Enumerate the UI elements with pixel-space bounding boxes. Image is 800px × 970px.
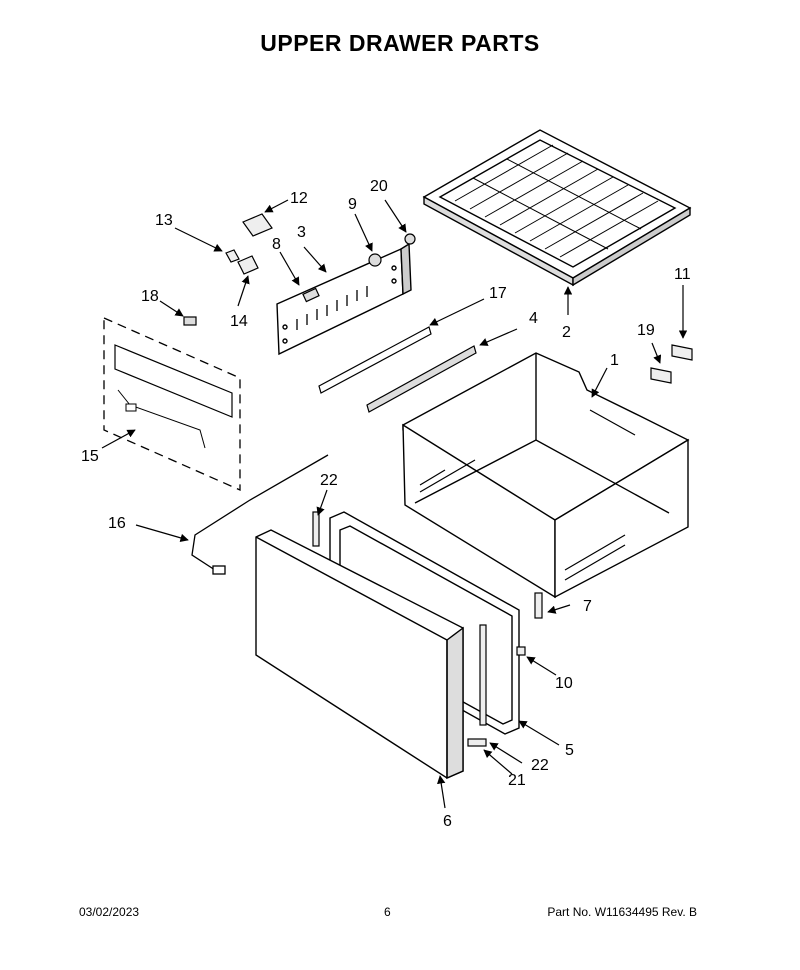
callout-16: 16: [108, 515, 126, 532]
callout-21: 21: [508, 772, 526, 789]
footer-page-number: 6: [384, 905, 391, 919]
control-module-part: [103, 317, 241, 491]
wire-harness-part: [191, 454, 329, 575]
strip-parts: [318, 326, 477, 413]
footer-date: 03/02/2023: [79, 905, 140, 919]
callout-10: 10: [555, 675, 573, 692]
bracket-panel-part: [276, 242, 412, 356]
callout-20: 20: [370, 178, 388, 195]
callout-4: 4: [529, 310, 538, 327]
door-panel-part: [255, 529, 464, 780]
clip-parts: [225, 213, 273, 275]
callout-9: 9: [348, 196, 357, 213]
callout-1: 1: [610, 352, 619, 369]
callout-18: 18: [141, 288, 159, 305]
screw-parts: [183, 233, 416, 326]
callout-12: 12: [290, 190, 308, 207]
callout-6: 6: [443, 813, 452, 830]
callout-2: 2: [562, 324, 571, 341]
callout-22-bottom: 22: [531, 757, 549, 774]
callout-labels: 1 2 3 4 5 6 7 8 9 10 11 12 13 14 15 16 1…: [81, 178, 691, 830]
wire-shelf-part: [422, 129, 692, 287]
footer-part-number: Part No. W11634495 Rev. B: [547, 905, 697, 919]
callout-3: 3: [297, 224, 306, 241]
callout-22-top: 22: [320, 472, 338, 489]
callout-8: 8: [272, 236, 281, 253]
callout-11: 11: [674, 266, 691, 283]
callout-17: 17: [489, 285, 507, 302]
callout-7: 7: [583, 598, 592, 615]
callout-19: 19: [637, 322, 655, 339]
callout-15: 15: [81, 448, 99, 465]
leader-lines: [101, 199, 688, 809]
callout-13: 13: [155, 212, 173, 229]
callout-14: 14: [230, 313, 248, 330]
small-parts: [312, 344, 693, 747]
drawer-tub-part: [402, 352, 690, 599]
page-title: UPPER DRAWER PARTS: [260, 30, 540, 56]
callout-5: 5: [565, 742, 574, 759]
